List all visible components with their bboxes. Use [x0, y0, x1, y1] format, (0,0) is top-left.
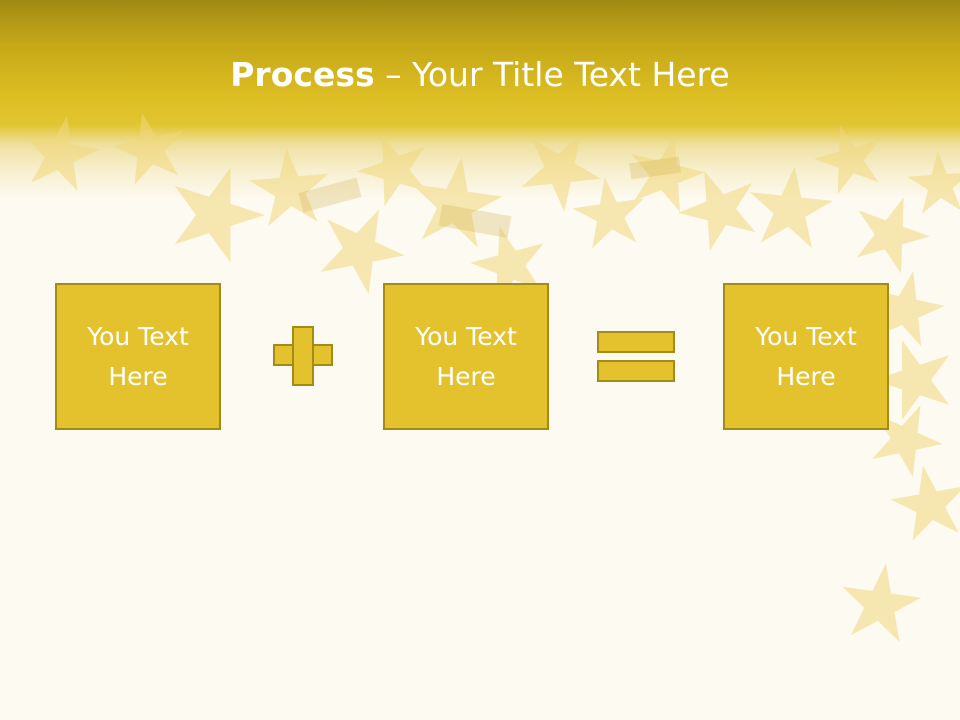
text-box-2-line1: You Text: [415, 321, 517, 351]
equals-icon-bottom-bar: [597, 360, 675, 382]
text-box-1-text: You Text Here: [68, 317, 208, 397]
text-box-1-line1: You Text: [87, 321, 189, 351]
text-box-1-line2: Here: [108, 361, 168, 391]
title-bold: Process: [230, 55, 375, 94]
title-rest: – Your Title Text Here: [374, 55, 730, 94]
text-box-3-line2: Here: [776, 361, 836, 391]
text-box-1[interactable]: You Text Here: [55, 283, 221, 430]
text-box-3-text: You Text Here: [736, 317, 876, 397]
text-box-2[interactable]: You Text Here: [383, 283, 549, 430]
text-box-2-text: You Text Here: [396, 317, 536, 397]
text-box-3-line1: You Text: [755, 321, 857, 351]
text-box-2-line2: Here: [436, 361, 496, 391]
page-title: Process – Your Title Text Here: [0, 52, 960, 98]
equals-icon-top-bar: [597, 331, 675, 353]
text-box-3[interactable]: You Text Here: [723, 283, 889, 430]
plus-icon-center: [294, 346, 312, 364]
